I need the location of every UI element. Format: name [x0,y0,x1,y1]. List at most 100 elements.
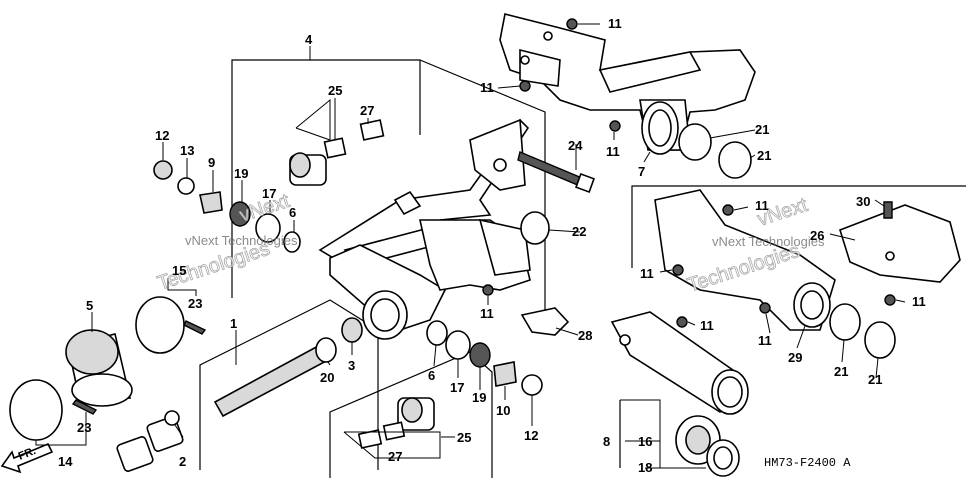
label-part-11-housing-low: 11 [758,333,772,348]
clamp-14 [9,379,63,441]
label-part-6-right: 6 [428,368,435,383]
label-part-21-upper-a: 21 [755,122,769,137]
label-part-11-mid-right: 11 [755,198,769,213]
label-part-22: 22 [572,224,586,239]
label-part-23-upper: 23 [188,296,202,311]
seal-6a [283,231,301,253]
bolt-30 [883,201,893,219]
watermark-5: vNext Technologies [712,234,825,249]
label-part-7: 7 [638,164,645,179]
label-part-3: 3 [348,358,355,373]
universal-joint-2 [116,410,184,472]
label-part-30: 30 [856,194,870,209]
label-part-11-upper-mid: 11 [606,144,620,159]
bearing-17a [255,213,281,243]
bearing-16-inner [685,425,711,455]
o-ring-21d [864,321,896,359]
nut-12b [521,374,543,396]
seal-6b [426,320,448,346]
label-part-19-right: 19 [472,390,486,405]
label-part-28: 28 [578,328,592,343]
clamp-15 [135,296,185,354]
label-part-6-left: 6 [289,205,296,220]
nut-11b [519,80,531,92]
label-part-5: 5 [86,298,93,313]
kit-25-upper [289,98,385,186]
spring-3 [341,317,363,343]
label-part-2: 2 [179,454,186,469]
nut-11f [672,264,684,276]
label-part-19-left: 19 [234,166,248,181]
label-part-10: 10 [496,403,510,418]
watermark-3: vNext Technologies [185,233,298,248]
assembly-4-frame-right [419,59,546,320]
label-part-27-lower: 27 [388,449,402,464]
bolt-24-head [575,173,595,193]
collar-20 [315,337,337,363]
collar-19a [229,201,251,227]
label-part-11-swingarm: 11 [480,306,494,321]
spring-10 [493,361,517,387]
label-part-11-mid-left: 11 [640,266,654,281]
label-part-11-bracket: 11 [912,294,926,309]
o-ring-21a [678,123,712,161]
leader-lines [35,23,906,469]
screw-23b [71,399,98,415]
o-ring-21c [829,303,861,341]
bearing-17b [445,330,471,360]
label-part-1: 1 [230,316,237,331]
label-part-8: 8 [603,434,610,449]
nut-11d [482,284,494,296]
label-part-14: 14 [58,454,73,469]
front-direction-arrow-icon [0,442,54,474]
drive-shaft-1 [213,343,330,418]
label-part-9: 9 [208,155,215,170]
nut-12a [153,160,173,180]
swingarm [318,118,531,340]
nut-11a [566,18,578,30]
front-direction-label: FR. [17,445,38,463]
label-part-4: 4 [305,32,313,47]
label-part-13: 13 [180,143,194,158]
label-part-29: 29 [788,350,802,365]
bracket-28 [520,307,570,336]
label-part-18: 18 [638,460,652,475]
cap-13 [177,177,195,195]
label-part-20: 20 [320,370,334,385]
label-part-11-upper-left: 11 [480,80,494,95]
shaft-group-frame [199,299,379,470]
screw-23a [183,320,207,335]
label-part-11-sleeve: 11 [700,318,714,333]
label-part-24: 24 [568,138,583,153]
label-part-15: 15 [172,263,186,278]
label-part-17-left: 17 [262,186,276,201]
label-part-12-left: 12 [155,128,169,143]
nut-11g [759,302,771,314]
label-part-27-upper: 27 [360,103,374,118]
nut-11h [884,294,896,306]
nut-11i [676,316,688,328]
o-ring-22 [520,211,550,245]
spring-9 [199,191,223,214]
final-drive-housing-upper [499,13,756,155]
assembly-4-frame [231,59,421,298]
nut-11c [609,120,621,132]
label-part-21-lower-a: 21 [834,364,848,379]
o-ring-21b [718,141,752,179]
diagram-code: HM73-F2400 A [764,456,851,470]
label-part-12-right: 12 [524,428,538,443]
bolt-24 [517,151,583,187]
final-drive-housing-lower [654,189,961,331]
collar-19b [469,342,491,368]
right-housing-frame [631,185,966,268]
label-part-26: 26 [810,228,824,243]
boot-5 [65,329,133,407]
seal-18-inner [713,446,733,470]
label-part-25-lower: 25 [457,430,471,445]
label-part-17-right: 17 [450,380,464,395]
part-labels: 4 25 27 12 13 9 19 17 6 15 23 5 1 20 3 2… [58,16,926,475]
label-part-25-upper: 25 [328,83,342,98]
nut-11e [722,204,734,216]
label-part-21-upper-b: 21 [757,148,771,163]
